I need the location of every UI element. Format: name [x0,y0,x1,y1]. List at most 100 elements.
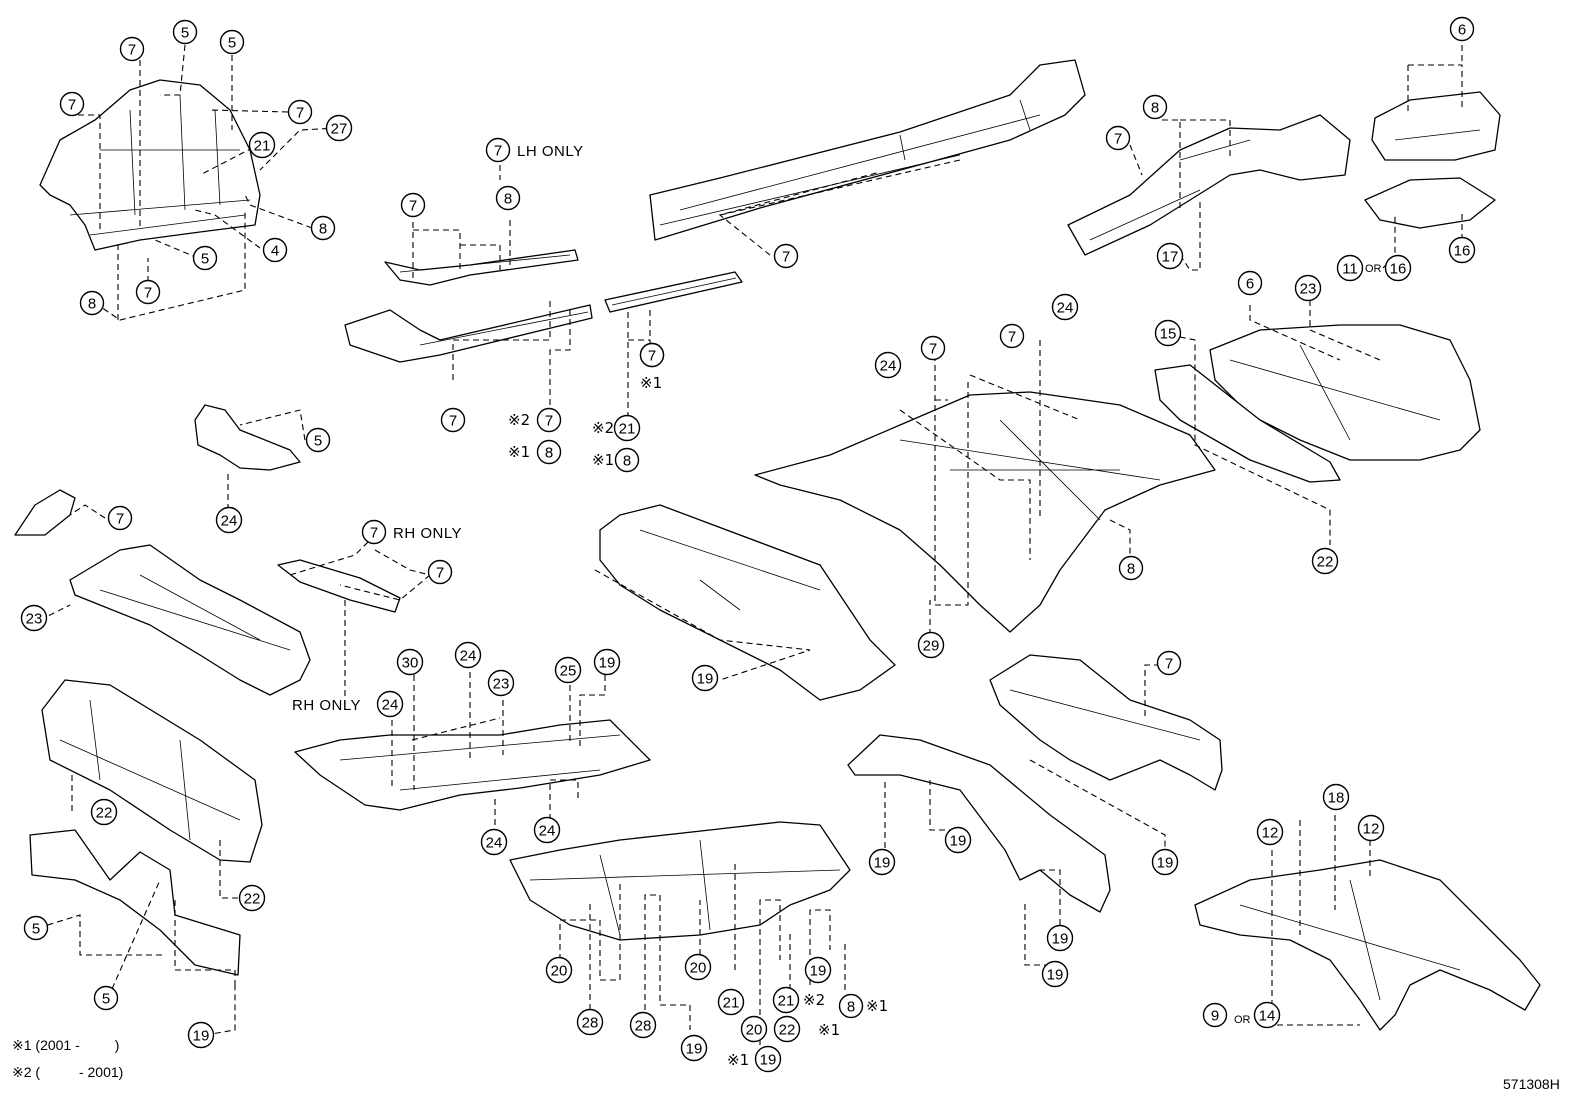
callout-number: 19 [950,833,967,850]
dash-panel [41,679,263,863]
callout-number: 19 [874,855,891,872]
callout-7: 7 [440,407,466,433]
callout-21: 21 [717,988,745,1016]
callout-19: 19 [754,1045,782,1073]
front-apron-assembly [39,79,261,251]
callout-8: 8 [614,447,640,473]
callout-7: 7 [427,559,453,585]
side-sill-reinforcement [847,734,1111,913]
callout-21: 21 [613,414,641,442]
callout-5: 5 [93,985,119,1011]
callout-7: 7 [639,342,665,368]
callout-number: 7 [1114,131,1122,148]
callout-5: 5 [172,19,198,45]
rocker-inner-rear [604,271,743,313]
callout-21: 21 [248,131,276,159]
callout-number: 28 [582,1015,599,1032]
callout-number: 8 [504,191,512,208]
callout-number: 30 [402,655,419,672]
callout-7: 7 [107,505,133,531]
callout-number: 15 [1160,326,1177,343]
callout-circle [20,604,48,632]
callout-19: 19 [593,648,621,676]
drawing-id: 571308H [1503,1076,1560,1092]
rear-bracket-upper [1371,91,1501,161]
rh-only-label-left: RH ONLY [292,697,361,714]
callout-circle [874,351,902,379]
callout-7: 7 [119,36,145,62]
callout-7: 7 [287,99,313,125]
callout-circle [1237,270,1263,296]
callout-circle [1105,125,1131,151]
cowl-brace [277,559,401,613]
callout-circle [1041,960,1069,988]
front-floor-crossmember [29,829,241,976]
callout-number: 23 [493,676,510,693]
callout-number: 24 [539,823,556,840]
callout-15: 15 [1154,319,1182,347]
callout-number: 19 [193,1028,210,1045]
callout-14: 14 [1253,1001,1281,1029]
callout-number: 7 [144,285,152,302]
wheelhouse-inner [1067,114,1351,256]
callout-7: 7 [920,335,946,361]
callout-5: 5 [192,245,218,271]
callout-number: 8 [88,296,96,313]
callout-19: 19 [187,1021,215,1049]
callout-circle [23,915,49,941]
mark-1-label: ※1 [592,451,614,469]
callout-number: 19 [697,671,714,688]
rear-floor-pan [754,391,1216,633]
callout-number: 7 [449,413,457,430]
callout-20: 20 [740,1015,768,1043]
callout-circle [1046,924,1074,952]
callout-circle [219,29,245,55]
callout-17: 17 [1156,242,1184,270]
callout-number: 5 [181,25,189,42]
callout-24: 24 [376,690,404,718]
callout-number: 24 [221,513,238,530]
callout-circle [629,1011,657,1039]
callout-number: 7 [545,413,553,430]
callout-number: 17 [1162,249,1179,266]
callout-circle [754,1045,782,1073]
callout-circle [172,19,198,45]
callout-number: 7 [648,348,656,365]
callout-18: 18 [1322,783,1350,811]
or-label-9-14: OR [1234,1014,1251,1026]
mark-2-label: ※2 [803,991,825,1009]
callout-24: 24 [533,816,561,844]
callout-circle [310,215,336,241]
small-gusset [14,489,76,536]
callout-8: 8 [79,290,105,316]
callout-24: 24 [454,641,482,669]
callout-19: 19 [1046,924,1074,952]
callout-number: 8 [623,453,631,470]
callout-circle [480,828,508,856]
callout-21: 21 [772,986,800,1014]
callout-number: 7 [296,105,304,122]
callout-circle [773,1015,801,1043]
callout-circle [1336,254,1364,282]
callout-circle [639,342,665,368]
callout-16: 16 [1384,254,1412,282]
callout-11: 11 [1336,254,1364,282]
callout-number: 29 [923,638,940,655]
callout-number: 7 [370,525,378,542]
callout-8: 8 [1142,94,1168,120]
callout-number: 8 [847,999,855,1016]
callout-number: 27 [331,121,348,138]
front-floor-side-member [509,821,851,941]
callout-circle [495,185,521,211]
callout-number: 20 [746,1022,763,1039]
callout-circle [400,192,426,218]
callout-number: 19 [810,963,827,980]
callout-7: 7 [773,243,799,269]
callout-19: 19 [944,826,972,854]
callout-circle [305,427,331,453]
callout-7: 7 [361,519,387,545]
callout-22: 22 [90,798,118,826]
callout-30: 30 [396,648,424,676]
callout-circle [93,985,119,1011]
callout-circle [1294,274,1322,302]
